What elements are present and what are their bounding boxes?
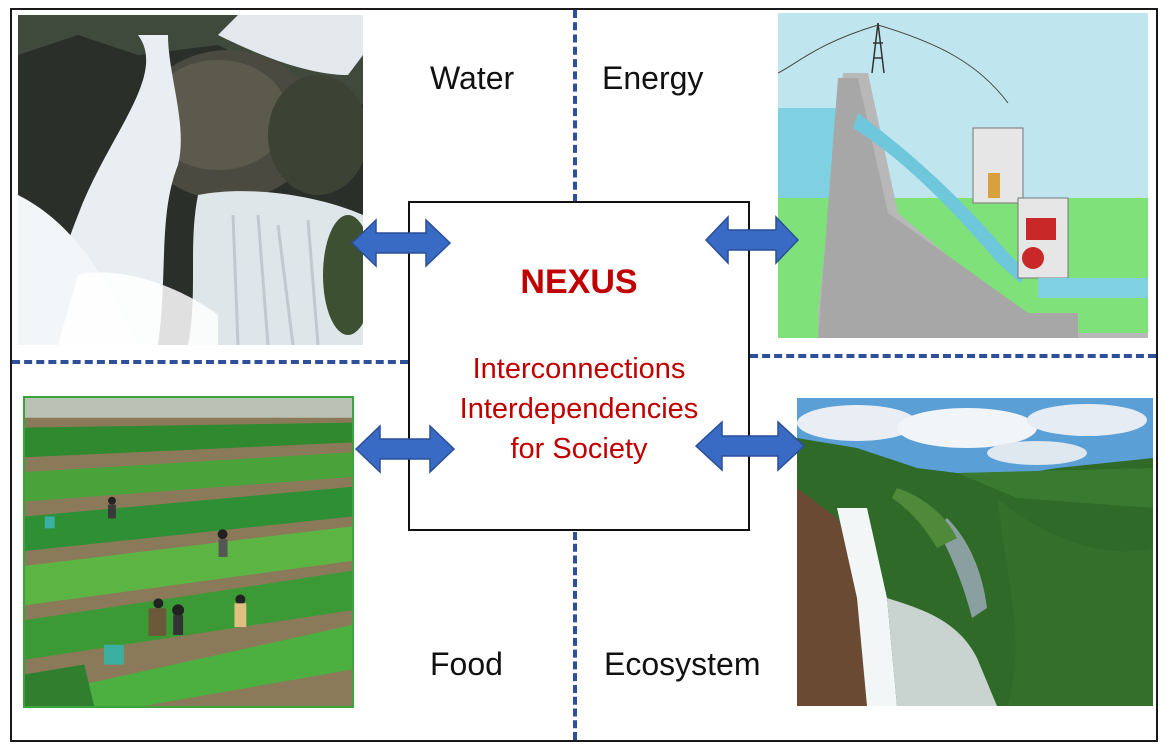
energy-image: [778, 13, 1148, 338]
divider-horizontal-right: [750, 354, 1156, 358]
arrow-ecosystem-nexus-icon: [694, 420, 806, 472]
nexus-box: NEXUS Interconnections Interdependencies…: [408, 201, 750, 531]
water-image: [18, 15, 363, 345]
nexus-description: Interconnections Interdependencies for S…: [410, 349, 748, 469]
divider-horizontal-left: [12, 360, 408, 364]
ecosystem-label: Ecosystem: [604, 646, 761, 682]
water-label: Water: [430, 60, 515, 96]
food-label: Food: [430, 646, 503, 682]
ecosystem-image: [797, 398, 1153, 706]
nexus-title: NEXUS: [520, 263, 638, 301]
food-image: [23, 396, 354, 708]
diagram-frame: [10, 8, 1158, 742]
divider-vertical-bottom: [573, 532, 577, 740]
arrow-water-nexus-icon: [350, 218, 452, 268]
arrow-food-nexus-icon: [354, 424, 456, 474]
divider-vertical-top: [573, 10, 577, 202]
arrow-energy-nexus-icon: [704, 215, 800, 265]
nexus-line-interdependencies: Interdependencies: [459, 393, 699, 425]
nexus-line-interconnections: Interconnections: [472, 353, 686, 385]
energy-label: Energy: [602, 60, 704, 96]
nexus-line-for-society: for Society: [510, 433, 648, 465]
